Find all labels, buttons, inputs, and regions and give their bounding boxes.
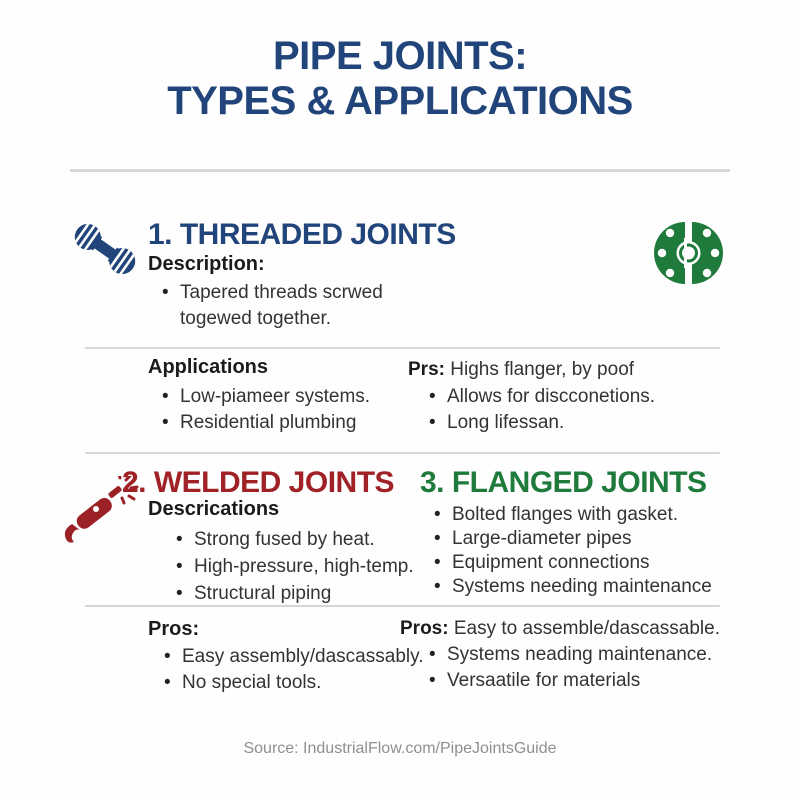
descriptions-label: Descrications: [148, 498, 280, 520]
list-item: Strong fused by heat.: [172, 526, 462, 553]
flange-icon: [650, 218, 728, 288]
divider-applications: [85, 347, 720, 349]
page-title-line1: PIPE JOINTS:: [272, 34, 528, 78]
divider-pros: [85, 605, 720, 607]
pros-label: Pros:: [400, 618, 449, 639]
source-attribution: Source: IndustrialFlow.com/PipeJointsGui…: [243, 740, 557, 757]
welded-description-list: Strong fused by heat. High-pressure, hig…: [172, 526, 462, 607]
list-item: No special tools.: [160, 670, 450, 696]
divider-top: [70, 169, 730, 172]
welded-pros-list: Easy assembly/dascassably. No special to…: [160, 644, 450, 696]
flanged-pros-list: Systems neading maintenance. Versaatile …: [425, 642, 725, 694]
list-item: Equipment connections: [430, 551, 730, 575]
list-item: Structural piping: [172, 580, 462, 607]
section-welded-heading: 2. WELDED JOINTS: [122, 466, 395, 499]
list-item: Easy assembly/dascassably.: [160, 644, 450, 670]
applications-list: Low-piameer systems. Residential plumbin…: [158, 384, 438, 436]
section-threaded-heading: 1. THREADED JOINTS: [148, 218, 456, 251]
list-item: Systems neading maintenance.: [425, 642, 725, 668]
threaded-coupling-icon: [68, 212, 142, 286]
welded-pros-label: Pros:: [148, 618, 200, 640]
list-item: Allows for discconetions.: [425, 384, 715, 410]
list-item: Tapered threads scrwed togewed together.: [158, 280, 458, 332]
welding-torch-icon: [58, 471, 140, 560]
threaded-pros-line: Prs: Highs flanger, by poof: [408, 357, 634, 383]
list-item: Bolted flanges with gasket.: [430, 503, 730, 527]
list-item: Large-diameter pipes: [430, 527, 730, 551]
description-label: Description:: [148, 253, 265, 275]
pros-inline-text: Highs flanger, by poof: [450, 359, 635, 380]
threaded-pros-list: Allows for discconetions. Long lifessan.: [425, 384, 715, 436]
section-flanged-heading: 3. FLANGED JOINTS: [420, 466, 707, 499]
pros-label: Prs:: [408, 359, 445, 380]
threaded-description-list: Tapered threads scrwed togewed together.: [158, 280, 458, 332]
list-item: High-pressure, high-temp.: [172, 553, 462, 580]
applications-label: Applications: [148, 356, 269, 378]
list-item: Long lifessan.: [425, 410, 715, 436]
list-item: Residential plumbing: [158, 410, 438, 436]
divider-sections: [85, 452, 720, 454]
pros-inline-text: Easy to assemble/dascassable.: [453, 618, 720, 639]
flanged-description-list: Bolted flanges with gasket. Large-diamet…: [430, 503, 730, 599]
list-item: Low-piameer systems.: [158, 384, 438, 410]
page-title-line2: TYPES & APPLICATIONS: [167, 79, 633, 123]
page-title: PIPE JOINTS: TYPES & APPLICATIONS: [0, 34, 800, 124]
list-item: Systems needing maintenance: [430, 575, 730, 599]
list-item: Versaatile for materials: [425, 668, 725, 694]
flanged-pros-line: Pros: Easy to assemble/dascassable.: [400, 616, 720, 642]
